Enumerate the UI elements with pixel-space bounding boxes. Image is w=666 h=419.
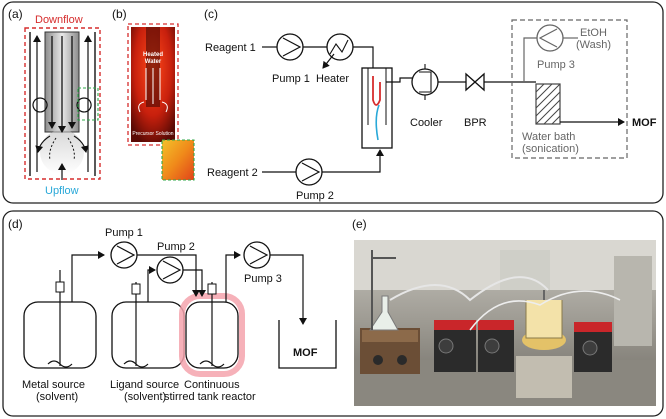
spread-mid-right <box>67 137 75 161</box>
pump1-to-cstr <box>137 254 200 297</box>
cstr-to-pump3 <box>225 251 241 302</box>
pump1-label: Pump 1 <box>272 73 310 85</box>
bottom-panel-frame <box>2 210 664 417</box>
lab-setup-photo <box>354 240 656 406</box>
panel-a-tag: (a) <box>8 7 23 21</box>
panel-b-dashed-frame <box>127 23 179 146</box>
reactor-to-cooler <box>386 77 412 83</box>
bpr-symbol[interactable] <box>465 72 485 92</box>
mof-collection-vessel <box>278 320 337 369</box>
heater-symbol[interactable] <box>326 33 354 61</box>
d-pump1-triangle <box>116 245 136 265</box>
ligand-solvent-label: (solvent) <box>124 391 166 403</box>
cooler-bracket <box>419 71 432 93</box>
ligand-source-tank <box>111 282 185 369</box>
pump2-triangle <box>301 162 321 182</box>
cooler-label: Cooler <box>410 117 443 129</box>
pump3-to-mof <box>270 254 307 325</box>
photo-swirl-right <box>161 101 168 113</box>
heated-label: Heated <box>143 52 163 58</box>
ligand-source-label: Ligand source <box>110 379 179 391</box>
thermal-inset <box>161 139 195 181</box>
pump2-to-cstr <box>183 269 206 297</box>
reactor-cyan-flow <box>375 104 380 141</box>
reagent2-label: Reagent 2 <box>207 167 258 179</box>
d-pump3-label: Pump 3 <box>244 273 282 285</box>
pump3-to-line <box>523 37 537 82</box>
d-pump2-label: Pump 2 <box>157 241 195 253</box>
cooler-symbol[interactable] <box>411 68 439 96</box>
zoom-box <box>77 87 99 121</box>
photo-swirl-left <box>138 101 145 113</box>
spread-mid-left <box>49 137 57 161</box>
bpr-label: BPR <box>464 117 487 129</box>
heater-label: Heater <box>316 73 349 85</box>
precursor-label: Precursor Solution <box>132 131 173 137</box>
bath-hatch <box>535 83 561 125</box>
recirc-loop-right <box>76 97 92 113</box>
d-pump1-label: Pump 1 <box>105 227 143 239</box>
reactor-red-flow <box>372 76 381 106</box>
water-bath-label: Water bath <box>522 131 575 143</box>
wash-label: (Wash) <box>576 39 611 51</box>
p2-to-reactor <box>322 149 384 173</box>
reagent1-label: Reagent 1 <box>205 42 256 54</box>
metal-source-label: Metal source <box>22 379 85 391</box>
pump3-label: Pump 3 <box>537 59 575 71</box>
cstr-label-1: Continuous <box>184 379 240 391</box>
panel-d-tag: (d) <box>8 217 23 231</box>
pump2-label: Pump 2 <box>296 190 334 202</box>
metal-solvent-label: (solvent) <box>36 391 78 403</box>
panel-e-tag: (e) <box>352 217 367 231</box>
spread-right <box>73 135 89 153</box>
heater-arrow <box>322 53 335 69</box>
panel-b-tag: (b) <box>112 7 127 21</box>
photo-inner-dark <box>146 27 160 107</box>
mof-top-label: MOF <box>632 117 657 129</box>
spread-left <box>35 135 51 153</box>
metal-source-tank <box>23 270 97 369</box>
cstr-tank <box>185 282 239 369</box>
ligand-to-pump2 <box>147 266 156 302</box>
recirc-loop-left <box>32 97 48 113</box>
etoh-label: EtOH <box>580 27 607 39</box>
d-pump3-triangle <box>249 245 269 265</box>
heater-zigzag <box>329 39 349 55</box>
water-label: Water <box>145 59 162 65</box>
mof-bottom-label: MOF <box>293 347 318 359</box>
d-pump2-triangle <box>162 260 182 280</box>
wash-sonication-box <box>511 19 628 159</box>
panel-a-dashed-frame <box>24 27 101 180</box>
top-panel-frame <box>2 1 664 204</box>
pump3-triangle <box>538 28 558 48</box>
panel-c-tag: (c) <box>204 7 218 21</box>
sonication-label: (sonication) <box>522 143 579 155</box>
plume-region <box>40 130 84 174</box>
cstr-label-2: stirred tank reactor <box>164 391 256 403</box>
metal-to-pump1 <box>71 251 105 302</box>
upflow-label: Upflow <box>45 185 79 197</box>
pump1-triangle <box>282 37 302 57</box>
downflow-label: Downflow <box>35 14 83 26</box>
